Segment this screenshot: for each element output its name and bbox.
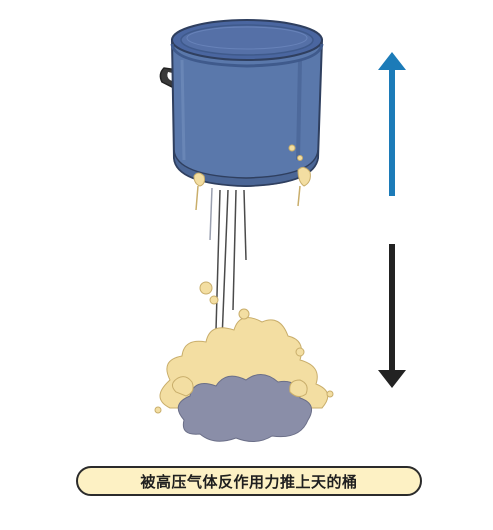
bucket (159, 19, 324, 188)
arrow-down-icon (378, 244, 406, 388)
gas-jet-lines (209, 187, 247, 341)
smoke-cloud (154, 281, 334, 442)
caption-box: 被高压气体反作用力推上天的桶 (76, 466, 422, 496)
arrow-up-icon (378, 52, 406, 196)
foam-splashes (193, 144, 311, 211)
caption-text: 被高压气体反作用力推上天的桶 (140, 472, 358, 491)
